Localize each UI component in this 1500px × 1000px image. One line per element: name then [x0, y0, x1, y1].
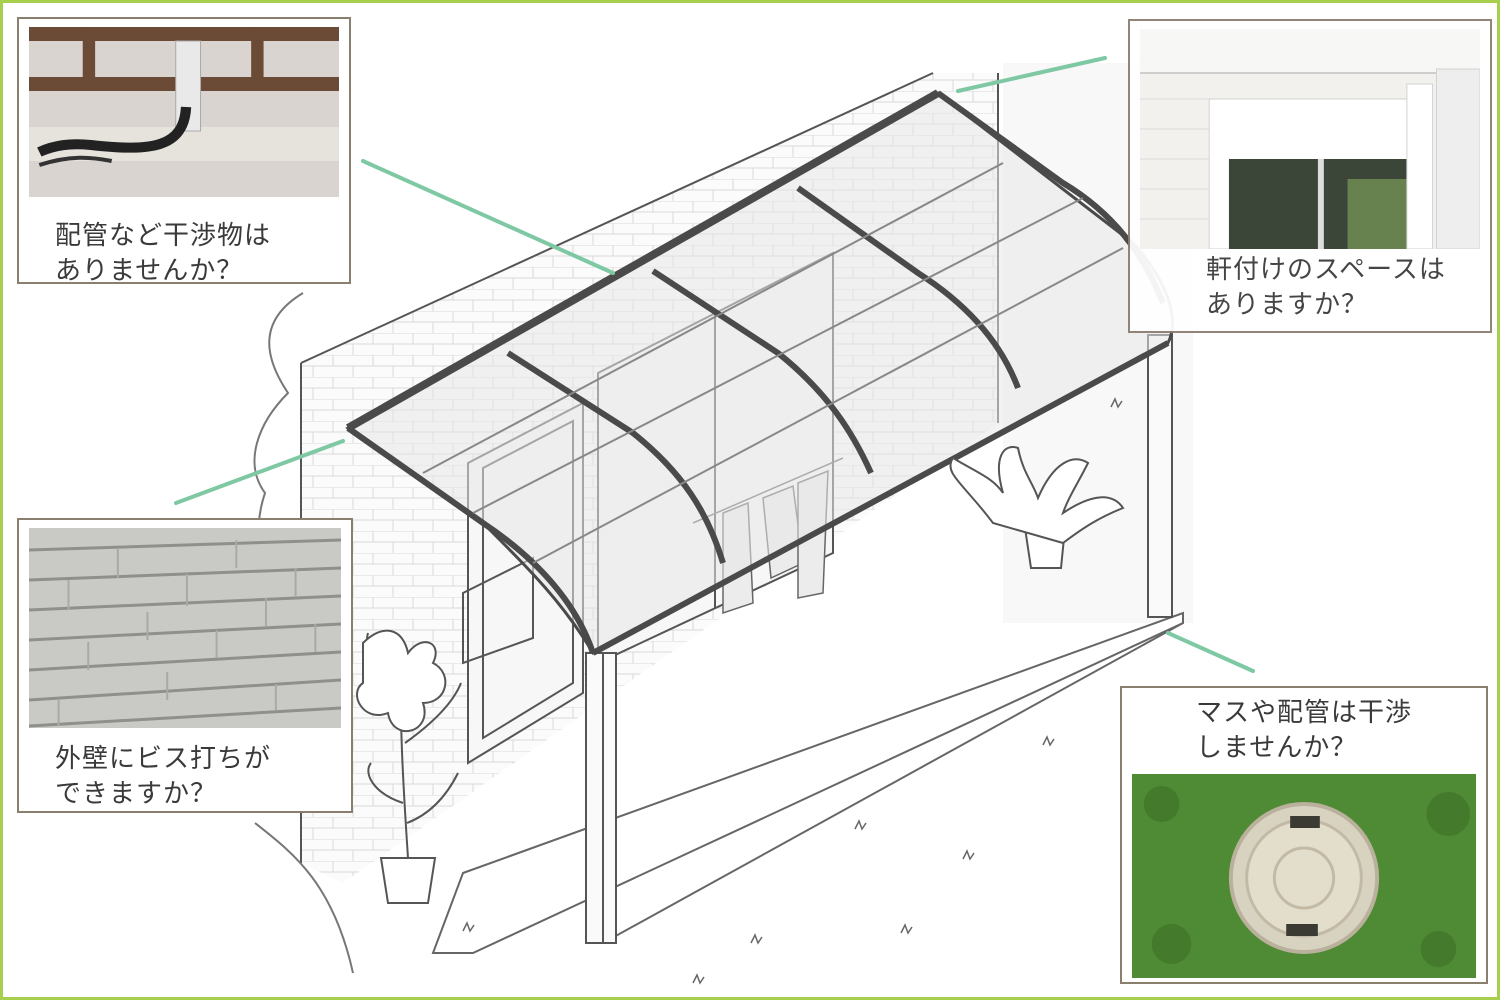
leader-line-eaves: [956, 56, 1107, 93]
manhole-icon: [1228, 802, 1380, 954]
carport-illustration: [174, 56, 1255, 985]
potted-plant-icon: [356, 629, 462, 904]
carport-roof: [345, 89, 1174, 656]
grass-tuft-icon: [462, 397, 1123, 985]
leader-line-basin: [1166, 631, 1255, 673]
callout-piping: 配管など干渉物は ありませんか？: [17, 17, 351, 286]
ground-slab: [431, 611, 1184, 954]
carport-posts: [462, 334, 1173, 944]
manhole-photo: [1132, 774, 1476, 978]
leafy-plant-icon: [949, 446, 1125, 569]
leader-line-piping: [361, 159, 615, 275]
callout-wall-caption: 外壁にビス打ちが できますか？: [55, 744, 272, 809]
leader-line-wall: [174, 439, 345, 505]
eaves-photo: [1140, 29, 1480, 249]
callout-eaves-caption: 軒付けのスペースは ありますか？: [1206, 255, 1446, 320]
callout-basin: マスや配管は干渉 しませんか？: [1120, 686, 1488, 984]
callout-wall: 外壁にビス打ちが できますか？: [17, 518, 353, 813]
callout-piping-caption: 配管など干渉物は ありませんか？: [55, 221, 272, 286]
piping-photo: [29, 27, 339, 197]
callout-eaves: 軒付けのスペースは ありますか？: [1128, 19, 1492, 333]
leader-lines: [174, 56, 1255, 673]
callout-basin-caption: マスや配管は干渉 しませんか？: [1196, 698, 1413, 763]
wall-siding-photo: [29, 528, 341, 728]
